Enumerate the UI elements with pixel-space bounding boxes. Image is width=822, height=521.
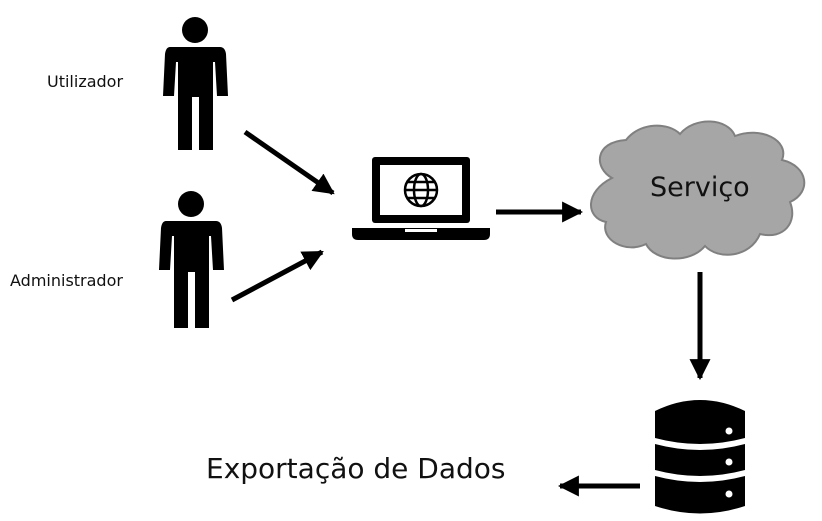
admin-person-icon [159, 191, 224, 328]
user-label: Utilizador [47, 72, 124, 91]
globe-icon [403, 172, 439, 208]
database-icon [655, 400, 745, 514]
export-label: Exportação de Dados [206, 452, 506, 485]
admin-label: Administrador [10, 271, 123, 290]
laptop-globe-icon [352, 157, 490, 240]
arrow-admin-to-client [230, 249, 324, 303]
cloud-icon [590, 120, 806, 260]
user-person-icon [163, 17, 228, 150]
service-label: Serviço [650, 172, 750, 203]
arrow-user-to-client [243, 129, 335, 196]
